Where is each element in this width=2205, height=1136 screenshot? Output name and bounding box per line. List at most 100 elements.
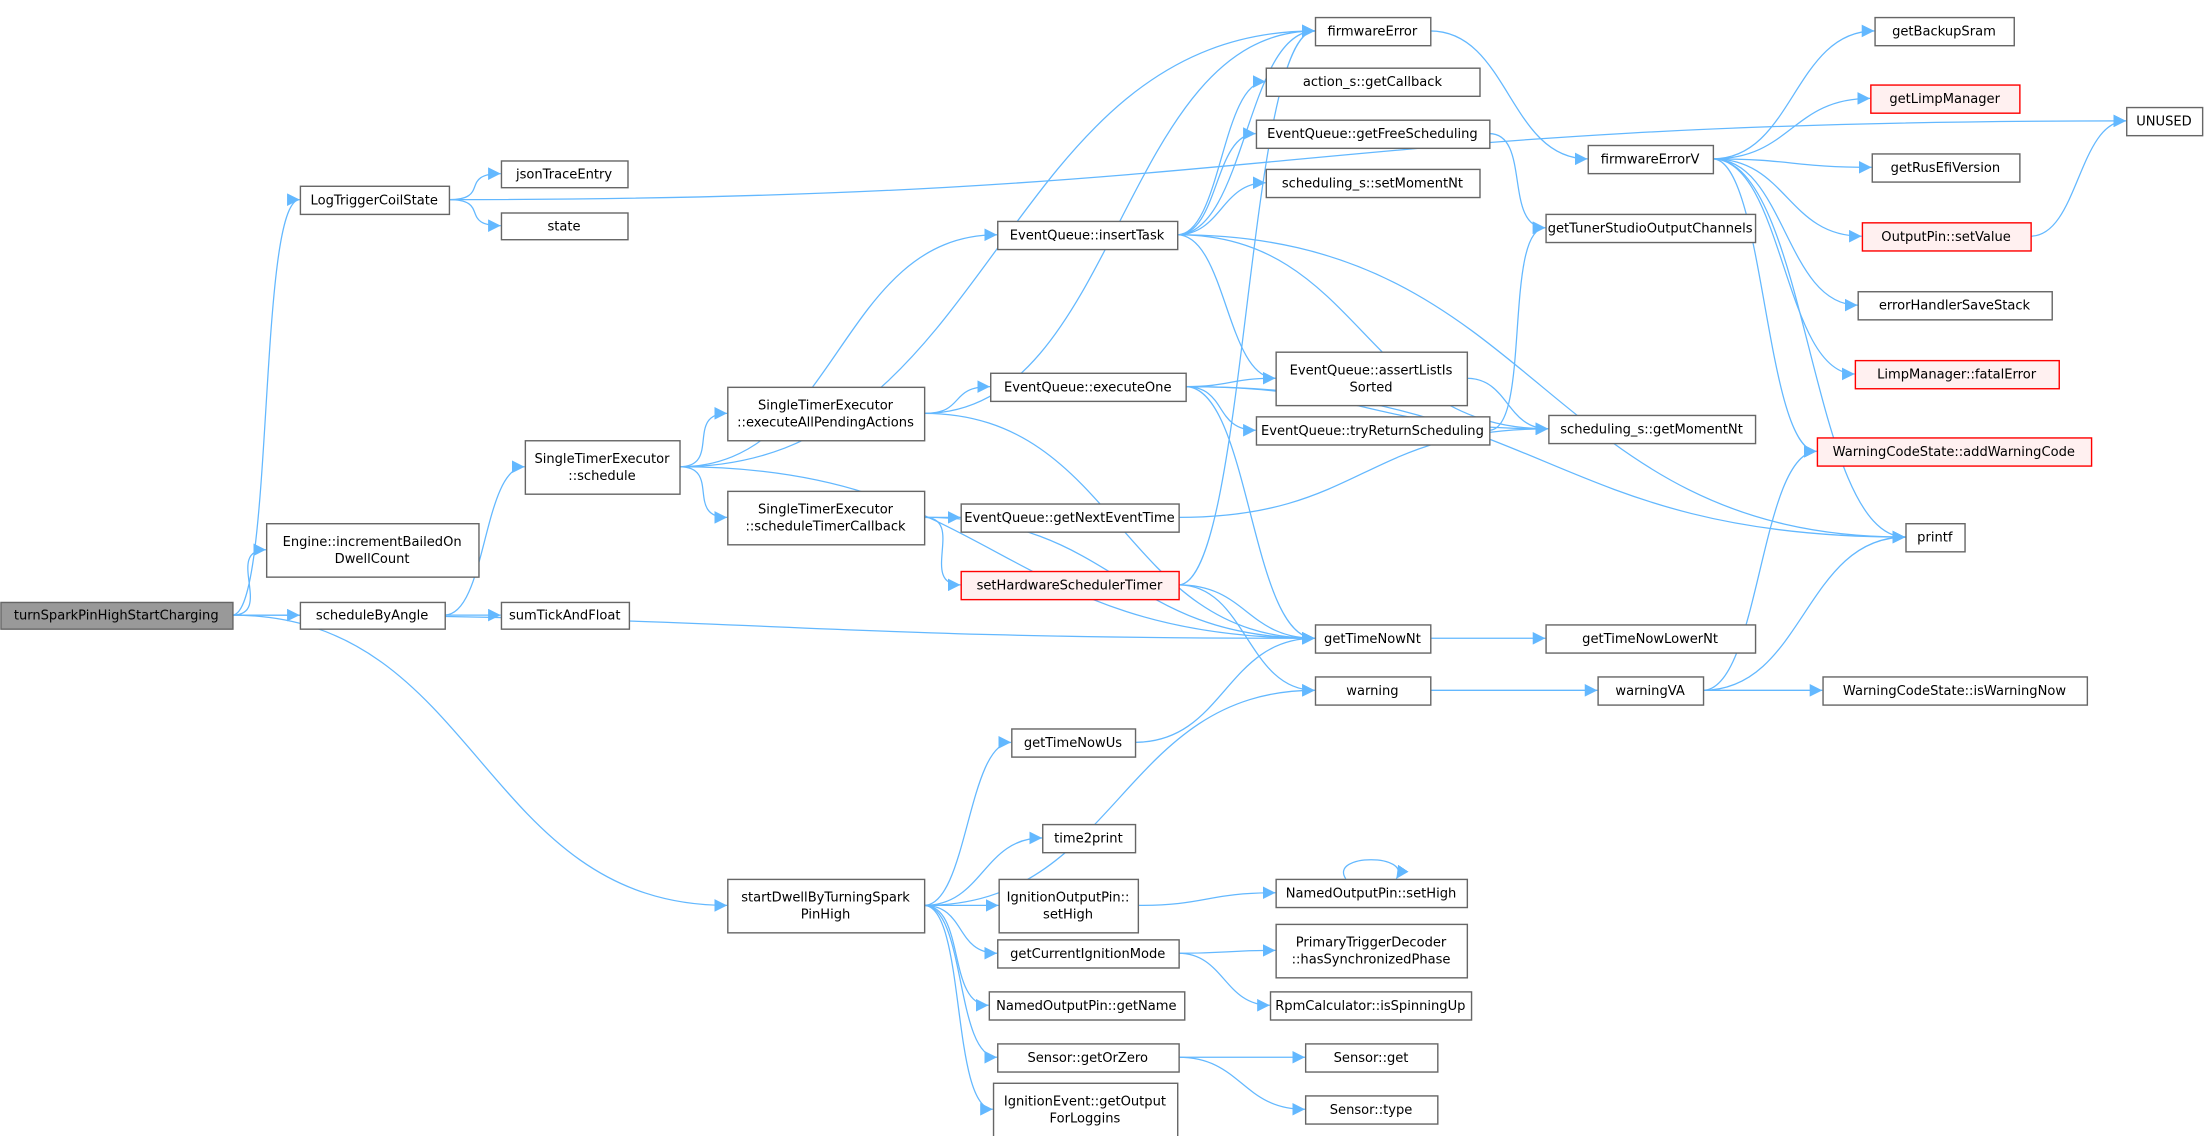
node-save-stack[interactable]: errorHandlerSaveStack [1857, 291, 2053, 321]
node-box [727, 878, 926, 934]
edge-setHwTimer-to-timeNowNt [1178, 584, 1315, 645]
node-spinning-up[interactable]: RpmCalculator::isSpinningUp [1269, 991, 1473, 1021]
node-ts-channels[interactable]: getTunerStudioOutputChannels [1545, 213, 1757, 244]
node-rus-efi-ver[interactable]: getRusEfiVersion [1871, 153, 2021, 183]
node-label: UNUSED [2136, 115, 2192, 130]
node-firmware-error[interactable]: firmwareError [1314, 16, 1432, 47]
edge-schedByAngle-to-schedule [444, 460, 525, 616]
node-get-callback[interactable]: action_s::getCallback [1265, 67, 1481, 98]
node-warning-v-a[interactable]: warningVA [1597, 676, 1705, 706]
node-label: NamedOutputPin::getName [996, 999, 1177, 1014]
node-label: LogTriggerCoilState [311, 193, 438, 208]
edge-startDwell-to-getName [923, 904, 989, 1012]
node-label: scheduleByAngle [316, 609, 428, 624]
node-state[interactable]: state [500, 212, 629, 241]
node-box [1314, 16, 1432, 47]
node-label: NamedOutputPin::setHigh [1286, 886, 1457, 901]
node-box [992, 1082, 1179, 1136]
node-fatal-error[interactable]: LimpManager::fatalError [1854, 359, 2060, 390]
node-box [1874, 16, 2015, 47]
node-sensor-type[interactable]: Sensor::type [1304, 1095, 1439, 1125]
node-sensor-get[interactable]: Sensor::get [1304, 1043, 1439, 1073]
edge-setHwTimer-to-warning [1178, 584, 1315, 697]
node-get-or-zero[interactable]: Sensor::getOrZero [997, 1043, 1180, 1073]
node-box [1314, 624, 1432, 654]
node-box [1265, 168, 1481, 199]
edge-startDwell-to-timeNowUs [923, 736, 1012, 907]
node-box [1597, 676, 1705, 706]
node-box [998, 878, 1140, 934]
node-json-trace[interactable]: jsonTraceEntry [500, 160, 629, 189]
node-set-hw-timer[interactable]: setHardwareSchedulerTimer [960, 570, 1180, 601]
node-label: scheduling_s::getMomentNt [1560, 422, 1743, 437]
node-set-value[interactable]: OutputPin::setValue [1861, 222, 2032, 252]
node-time2print[interactable]: time2print [1042, 823, 1137, 854]
node-ign-mode[interactable]: getCurrentIgnitionMode [997, 939, 1180, 969]
node-add-warning[interactable]: WarningCodeState::addWarningCode [1816, 437, 2093, 467]
edge-firmwareErrorV-to-addWarning [1712, 158, 1817, 458]
node-box [1587, 144, 1715, 175]
edge-getFreeSched-to-tsChannels [1489, 132, 1546, 235]
edge-executeOne-to-assertSorted [1185, 371, 1276, 388]
node-label: getCurrentIgnitionMode [1010, 947, 1165, 962]
node-backup-sram[interactable]: getBackupSram [1874, 16, 2015, 47]
edge-logTrigger-to-unused [448, 114, 2127, 201]
node-label: ::schedule [568, 469, 635, 484]
edge-firmwareErrorV-to-rusEfiVer [1712, 158, 1872, 174]
node-box [1269, 991, 1473, 1021]
node-box [1905, 523, 1966, 553]
node-lower-nt[interactable]: getTimeNowLowerNt [1545, 624, 1757, 654]
node-log-trigger[interactable]: LogTriggerCoilState [299, 185, 451, 216]
node-limp-mgr[interactable]: getLimpManager [1870, 84, 2021, 114]
node-time-now-us[interactable]: getTimeNowUs [1011, 728, 1137, 758]
node-unused[interactable]: UNUSED [2126, 106, 2204, 137]
node-execute-one[interactable]: EventQueue::executeOne [990, 372, 1187, 403]
node-printf[interactable]: printf [1905, 523, 1966, 553]
edge-startDwell-to-time2print [923, 831, 1043, 907]
node-sync-phase[interactable]: PrimaryTriggerDecoder::hasSynchronizedPh… [1275, 923, 1469, 979]
node-time-now-nt[interactable]: getTimeNowNt [1314, 624, 1432, 654]
node-box [988, 991, 1186, 1021]
nodes-layer: turnSparkPinHighStartCharging LogTriggerC… [0, 16, 2204, 1136]
node-label: Sensor::getOrZero [1027, 1051, 1148, 1066]
node-box [1275, 351, 1469, 407]
node-sched-by-angle[interactable]: scheduleByAngle [299, 601, 446, 630]
node-firmware-error-v[interactable]: firmwareErrorV [1587, 144, 1715, 175]
node-box [2126, 106, 2204, 137]
node-try-return[interactable]: EventQueue::tryReturnScheduling [1255, 416, 1491, 446]
node-is-warning-now[interactable]: WarningCodeState::isWarningNow [1822, 676, 2089, 706]
node-get-moment-nt[interactable]: scheduling_s::getMomentNt [1548, 414, 1757, 445]
node-sched-timer-cb[interactable]: SingleTimerExecutor::scheduleTimerCallba… [727, 490, 926, 546]
node-exec-all[interactable]: SingleTimerExecutor::executeAllPendingAc… [727, 386, 926, 442]
node-label: setHigh [1043, 908, 1093, 923]
edge-getOrZero-to-sensorType [1178, 1056, 1305, 1116]
node-sum-tick[interactable]: sumTickAndFloat [500, 601, 631, 630]
node-turn-spark[interactable]: turnSparkPinHighStartCharging [0, 601, 234, 630]
node-schedule[interactable]: SingleTimerExecutor::schedule [524, 440, 681, 495]
node-set-moment-nt[interactable]: scheduling_s::setMomentNt [1265, 168, 1481, 199]
node-box [1816, 437, 2093, 467]
edge-schedule-to-timeNowNt [679, 466, 1315, 645]
node-warning[interactable]: warning [1314, 676, 1432, 706]
node-box [1275, 923, 1469, 979]
node-insert-task[interactable]: EventQueue::insertTask [997, 220, 1179, 251]
node-get-free-sched[interactable]: EventQueue::getFreeScheduling [1255, 119, 1491, 150]
node-label: getBackupSram [1892, 25, 1996, 40]
node-label: EventQueue::assertListIs [1290, 363, 1453, 378]
node-box [500, 601, 631, 630]
node-get-name[interactable]: NamedOutputPin::getName [988, 991, 1186, 1021]
edge-ignSetHigh-to-namedSetHigh [1137, 886, 1276, 907]
node-label: ::executeAllPendingActions [737, 415, 914, 430]
node-label: WarningCodeState::isWarningNow [1843, 684, 2066, 699]
edge-firmwareError-to-firmwareErrorV [1430, 30, 1588, 166]
edge-executeOne-to-tryReturn [1185, 386, 1256, 437]
node-named-set-high[interactable]: NamedOutputPin::setHigh [1275, 878, 1469, 909]
node-ign-set-high[interactable]: IgnitionOutputPin::setHigh [998, 878, 1140, 934]
node-box [1548, 414, 1757, 445]
node-next-event[interactable]: EventQueue::getNextEventTime [960, 503, 1180, 533]
node-box [299, 185, 451, 216]
